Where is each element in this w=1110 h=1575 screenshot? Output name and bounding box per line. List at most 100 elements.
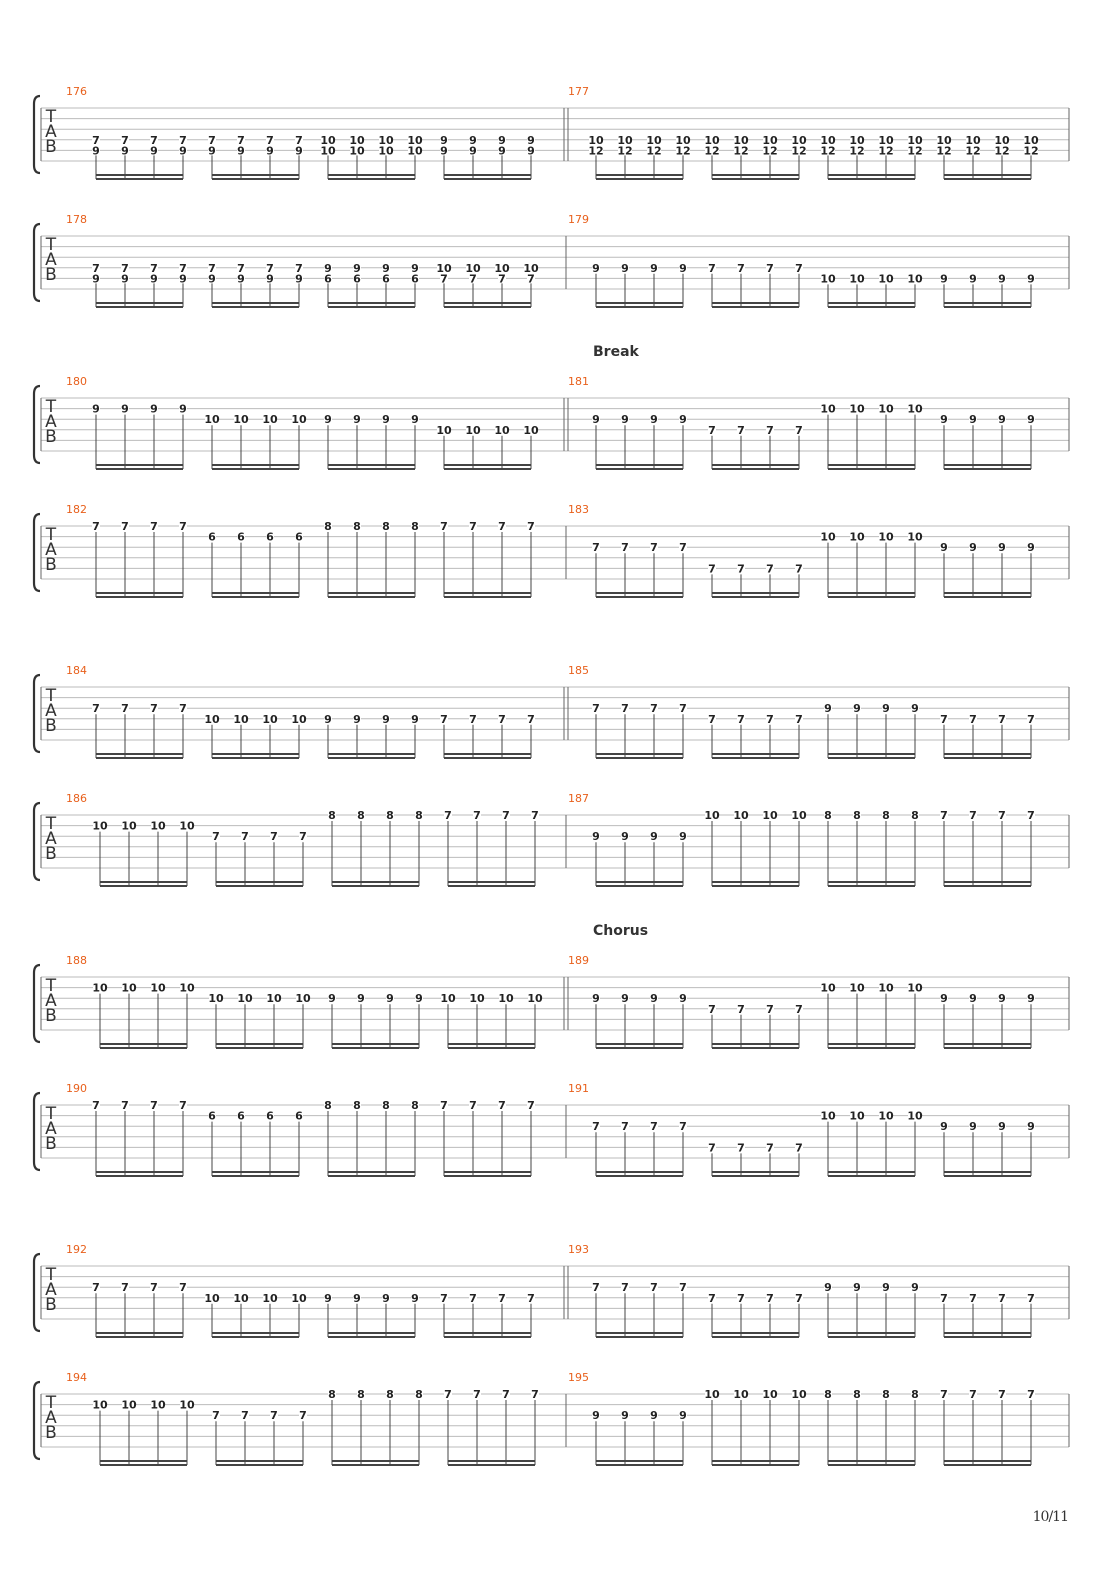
fret-number: 6 — [353, 272, 361, 285]
fret-number: 8 — [853, 809, 861, 822]
fret-backdrop — [911, 1389, 919, 1399]
fret-backdrop — [524, 424, 538, 435]
fret-number: 10 — [820, 1110, 836, 1123]
system-bracket — [32, 1380, 41, 1461]
fret-number: 9 — [853, 1281, 861, 1294]
fret-number: 9 — [940, 272, 948, 285]
fret-backdrop — [179, 703, 187, 714]
fret-number: 8 — [415, 1388, 423, 1401]
fret-number: 9 — [824, 1281, 832, 1294]
fret-number: 9 — [824, 702, 832, 715]
fret-number: 7 — [299, 1409, 307, 1422]
fret-number: 6 — [295, 1110, 303, 1123]
fret-number: 9 — [237, 272, 245, 285]
fret-number: 7 — [766, 1003, 774, 1016]
fret-backdrop — [850, 982, 864, 993]
fret-number: 7 — [150, 262, 158, 275]
fret-number: 9 — [998, 1120, 1006, 1133]
fret-number: 10 — [733, 1388, 749, 1401]
fret-backdrop — [121, 703, 129, 714]
fret-backdrop — [469, 521, 477, 531]
fret-backdrop — [527, 521, 535, 531]
fret-backdrop — [850, 1110, 864, 1121]
fret-number: 9 — [92, 272, 100, 285]
measure-number: 194 — [66, 1371, 87, 1384]
fret-number: 7 — [969, 809, 977, 822]
fret-backdrop — [411, 521, 419, 531]
fret-number: 12 — [762, 144, 777, 157]
fret-backdrop — [295, 1110, 303, 1121]
fret-number: 8 — [353, 520, 361, 533]
fret-backdrop — [466, 424, 480, 435]
fret-backdrop — [121, 1100, 129, 1110]
fret-number: 7 — [121, 1099, 129, 1112]
fret-number: 7 — [440, 1292, 448, 1305]
fret-number: 9 — [650, 262, 658, 275]
fret-number: 7 — [708, 1003, 716, 1016]
fret-backdrop — [237, 134, 245, 145]
fret-number: 10 — [820, 982, 836, 995]
fret-backdrop — [150, 703, 158, 714]
fret-number: 7 — [92, 520, 100, 533]
fret-backdrop — [763, 134, 777, 145]
fret-number: 10 — [907, 272, 923, 285]
fret-backdrop — [324, 414, 332, 425]
fret-number: 10 — [204, 1292, 220, 1305]
fret-backdrop — [592, 414, 600, 425]
measure-number: 190 — [66, 1082, 87, 1095]
fret-backdrop — [527, 1292, 535, 1303]
tab-clef-letter: A — [45, 412, 57, 432]
fret-backdrop — [234, 414, 248, 425]
fret-number: 10 — [733, 809, 749, 822]
fret-number: 7 — [121, 262, 129, 275]
fret-backdrop — [998, 1292, 1006, 1303]
fret-backdrop — [708, 1003, 716, 1014]
fret-number: 10 — [440, 992, 456, 1005]
fret-number: 7 — [531, 809, 539, 822]
fret-backdrop — [295, 134, 303, 145]
fret-backdrop — [1027, 414, 1035, 425]
fret-number: 7 — [737, 713, 745, 726]
fret-number: 9 — [150, 272, 158, 285]
fret-number: 9 — [621, 1409, 629, 1422]
fret-backdrop — [296, 993, 310, 1004]
measure-number: 195 — [568, 1371, 589, 1384]
fret-number: 7 — [295, 262, 303, 275]
tab-clef-letter: A — [45, 540, 57, 560]
fret-backdrop — [937, 145, 951, 156]
fret-number: 10 — [849, 982, 865, 995]
fret-number: 7 — [650, 1281, 658, 1294]
fret-number: 9 — [237, 144, 245, 157]
fret-number: 8 — [824, 809, 832, 822]
fret-number: 7 — [737, 1141, 745, 1154]
fret-backdrop — [1027, 273, 1035, 284]
measure-number: 183 — [568, 503, 589, 516]
fret-backdrop — [998, 1121, 1006, 1132]
fret-backdrop — [998, 993, 1006, 1004]
fret-number: 10 — [436, 424, 452, 437]
fret-backdrop — [495, 262, 509, 273]
fret-number: 9 — [121, 144, 129, 157]
fret-number: 7 — [969, 713, 977, 726]
fret-backdrop — [121, 145, 129, 156]
fret-backdrop — [969, 1121, 977, 1132]
fret-number: 7 — [650, 1120, 658, 1133]
fret-number: 7 — [766, 1141, 774, 1154]
fret-number: 9 — [592, 830, 600, 843]
fret-number: 10 — [762, 809, 778, 822]
fret-number: 9 — [592, 413, 600, 426]
fret-number: 9 — [940, 541, 948, 554]
fret-number: 7 — [473, 1388, 481, 1401]
measure-number: 191 — [568, 1082, 589, 1095]
fret-backdrop — [179, 1282, 187, 1293]
fret-number: 12 — [704, 144, 719, 157]
fret-backdrop — [266, 1110, 274, 1121]
fret-number: 7 — [795, 562, 803, 575]
fret-backdrop — [969, 810, 977, 820]
fret-backdrop — [238, 993, 252, 1004]
fret-backdrop — [324, 273, 332, 284]
fret-number: 7 — [469, 713, 477, 726]
fret-number: 9 — [411, 413, 419, 426]
